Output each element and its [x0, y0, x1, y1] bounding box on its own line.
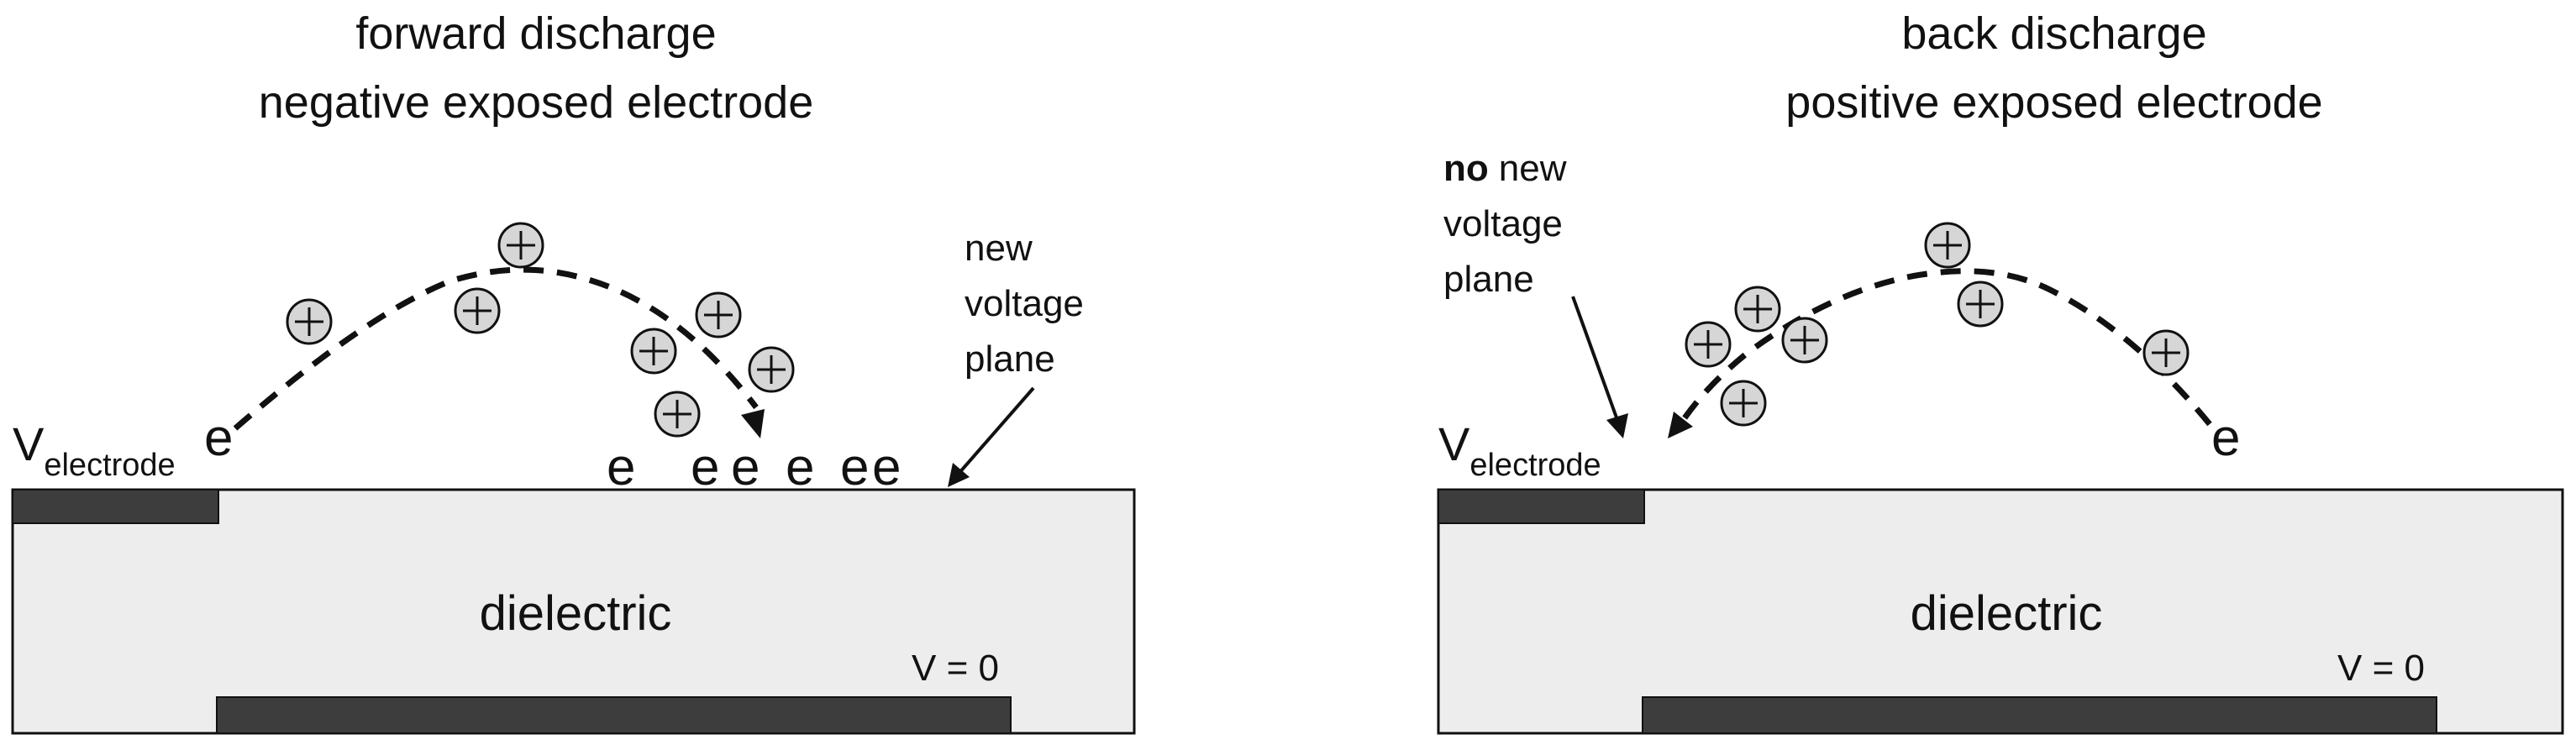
- positive-ion-icon: [1924, 222, 1971, 269]
- forward-discharge-panel: forward discharge negative exposed elect…: [11, 8, 1136, 735]
- forward-electron-1: e: [607, 438, 635, 496]
- forward-note-line2: voltage: [965, 283, 1084, 324]
- forward-note-line1: new: [965, 228, 1033, 269]
- back-discharge-path: [1678, 268, 2212, 427]
- forward-exposed-electrode: [12, 489, 219, 524]
- back-discharge-panel: back discharge positive exposed electrod…: [1437, 8, 2564, 735]
- positive-ion-icon: [654, 391, 701, 438]
- positive-ion-icon: [695, 291, 742, 338]
- back-note-arrow: [1571, 296, 1619, 421]
- forward-electron-2: e: [691, 438, 719, 496]
- positive-ion-icon: [2142, 329, 2190, 376]
- back-electrode-voltage-label: Velectrode: [1438, 417, 1601, 483]
- forward-title-line2: negative exposed electrode: [259, 77, 813, 128]
- forward-electron-5: e: [840, 438, 869, 496]
- forward-electrode-voltage-label: Velectrode: [13, 417, 176, 483]
- positive-ion-icon: [748, 346, 795, 393]
- back-note-line2: voltage: [1443, 203, 1563, 244]
- positive-ion-icon: [454, 287, 501, 334]
- back-electron-source: e: [2211, 409, 2240, 467]
- positive-ion-icon: [497, 222, 544, 269]
- forward-dielectric-label: dielectric: [480, 586, 672, 641]
- forward-discharge-path: [233, 266, 759, 431]
- forward-electron-3: e: [731, 438, 760, 496]
- positive-ion-icon: [1781, 317, 1828, 364]
- back-title-line1: back discharge: [1901, 8, 2206, 59]
- back-exposed-electrode: [1438, 489, 1645, 524]
- back-ground-electrode: [1642, 696, 2437, 734]
- back-dielectric-label: dielectric: [1911, 586, 2103, 641]
- forward-electron-source: e: [204, 409, 233, 467]
- back-ground-voltage-label: V = 0: [2337, 648, 2425, 689]
- forward-discharge-arrowhead: [741, 409, 765, 438]
- forward-note-line3: plane: [965, 338, 1055, 380]
- positive-ion-icon: [1957, 281, 2004, 328]
- forward-ground-electrode: [216, 696, 1012, 734]
- forward-note-arrowhead: [948, 463, 970, 487]
- positive-ion-icon: [286, 298, 333, 345]
- forward-electron-6: e: [872, 438, 901, 496]
- positive-ion-icon: [1734, 286, 1781, 333]
- forward-title-line1: forward discharge: [355, 8, 716, 59]
- forward-ground-voltage-label: V = 0: [912, 648, 999, 689]
- forward-electron-4: e: [786, 438, 814, 496]
- back-note-line3: plane: [1443, 259, 1534, 300]
- positive-ion-icon: [1685, 321, 1732, 368]
- back-note-arrowhead: [1606, 413, 1628, 438]
- positive-ion-icon: [1720, 380, 1767, 427]
- forward-dielectric-slab: [11, 488, 1136, 735]
- back-dielectric-slab: [1437, 488, 2564, 735]
- forward-note-arrow: [956, 386, 1035, 476]
- back-title-line2: positive exposed electrode: [1785, 77, 2322, 128]
- back-discharge-arrowhead: [1668, 412, 1693, 438]
- positive-ion-icon: [630, 328, 677, 375]
